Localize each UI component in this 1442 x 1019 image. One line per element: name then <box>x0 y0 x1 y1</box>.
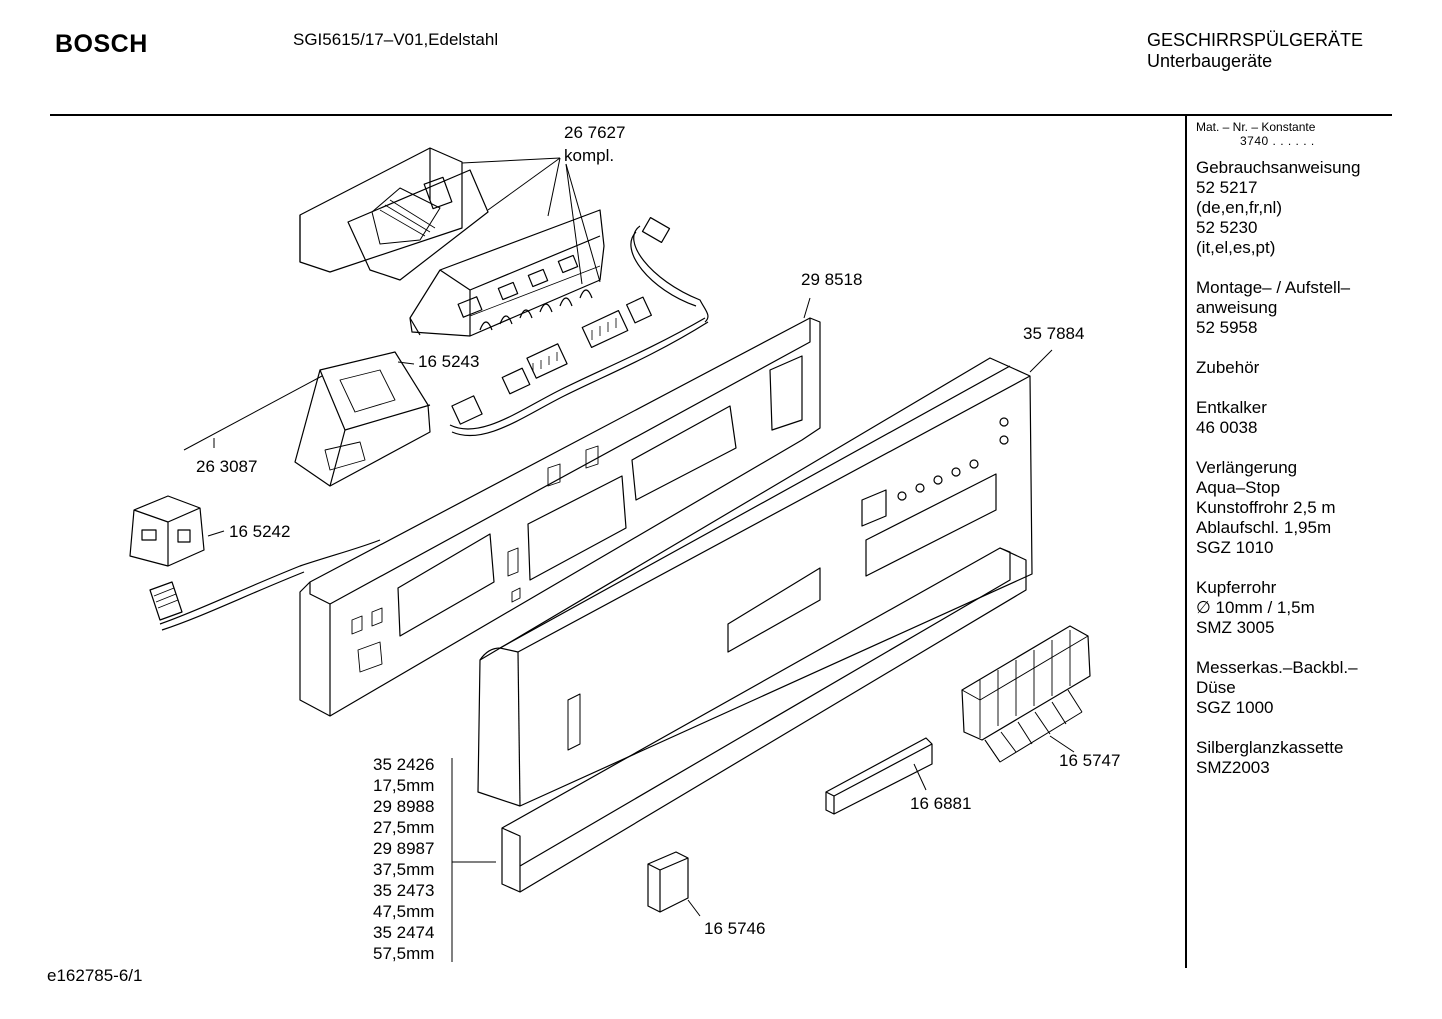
trim-strip-variants: 35 2426 17,5mm 29 8988 27,5mm 29 8987 37,5mm 3… <box>373 754 434 964</box>
wire-harness <box>160 218 708 630</box>
sidebar-line: Verlängerung <box>1196 458 1298 477</box>
sidebar-line: SGZ 1000 <box>1196 698 1274 717</box>
variant-part-number: 35 2473 <box>373 881 435 900</box>
sidebar-line: Silberglanzkassette <box>1196 738 1344 757</box>
part-label-165746: 16 5746 <box>704 919 766 938</box>
sidebar-line: (it,el,es,pt) <box>1196 238 1276 257</box>
variant-length: 17,5mm <box>373 776 435 795</box>
door-switch <box>130 496 204 620</box>
part-label-165242: 16 5242 <box>229 522 291 541</box>
part-label-263087: 26 3087 <box>196 457 258 476</box>
sidebar-line: Zubehör <box>1196 358 1260 377</box>
sidebar-section: Zubehör <box>1196 358 1386 378</box>
sidebar-line: 52 5217 <box>1196 178 1258 197</box>
sidebar-line: (de,en,fr,nl) <box>1196 198 1282 217</box>
sidebar-line: Ablaufschl. 1,95m <box>1196 518 1332 537</box>
variant-length: 57,5mm <box>373 944 435 963</box>
drawing-code: e162785-6/1 <box>47 966 143 985</box>
category: GESCHIRRSPÜLGERÄTE Unterbaugeräte <box>1147 30 1363 72</box>
sidebar-line: Entkalker <box>1196 398 1267 417</box>
part-label-357884: 35 7884 <box>1023 324 1085 343</box>
sidebar-line: Düse <box>1196 678 1236 697</box>
part-label-267627-note: kompl. <box>564 146 615 165</box>
sidebar-line: SGZ 1010 <box>1196 538 1274 557</box>
sidebar-line: Messerkas.–Backbl.– <box>1196 658 1358 677</box>
leader-lines <box>184 158 1082 962</box>
trim-strip <box>502 548 1026 892</box>
sidebar-line: anweisung <box>1196 298 1278 317</box>
sidebar-divider <box>1185 116 1187 968</box>
part-label-165747: 16 5747 <box>1059 751 1121 770</box>
variant-length: 47,5mm <box>373 902 435 921</box>
variant-part-number: 29 8987 <box>373 839 435 858</box>
sidebar-line: Gebrauchsanweisung <box>1196 158 1361 177</box>
variant-length: 27,5mm <box>373 818 435 837</box>
key-button-set <box>962 626 1090 740</box>
knob-cap <box>648 852 688 912</box>
sidebar-line: 52 5958 <box>1196 318 1258 337</box>
part-label-166881: 16 6881 <box>910 794 972 813</box>
mat-value: 3740 . . . . . . <box>1240 134 1315 148</box>
mat-label: Mat. – Nr. – Konstante <box>1196 120 1316 134</box>
model-number: SGI5615/17–V01,Edelstahl <box>293 30 499 49</box>
door-switch-bracket <box>295 352 430 486</box>
part-label-298518: 29 8518 <box>801 270 863 289</box>
variant-part-number: 29 8988 <box>373 797 435 816</box>
light-guide-strip <box>826 738 932 814</box>
header-divider <box>50 114 1392 116</box>
brand-logo: BOSCH <box>55 30 148 58</box>
sidebar-line: Montage– / Aufstell– <box>1196 278 1351 297</box>
control-board-assembly <box>300 148 604 336</box>
variant-part-number: 35 2426 <box>373 755 435 774</box>
variant-length: 37,5mm <box>373 860 435 879</box>
accessories-sidebar: Mat. – Nr. – Konstante 3740 . . . . . . … <box>1196 120 1386 778</box>
control-fascia <box>478 358 1032 806</box>
sidebar-line: ∅ 10mm / 1,5m <box>1196 598 1315 617</box>
sidebar-line: SMZ2003 <box>1196 758 1270 777</box>
sidebar-line: 52 5230 <box>1196 218 1258 237</box>
part-label-267627: 26 7627 <box>564 123 626 142</box>
sidebar-line: Aqua–Stop <box>1196 478 1281 497</box>
sidebar-line: SMZ 3005 <box>1196 618 1275 637</box>
variant-part-number: 35 2474 <box>373 923 435 942</box>
category-line-2: Unterbaugeräte <box>1147 51 1273 71</box>
sidebar-line: 46 0038 <box>1196 418 1258 437</box>
sidebar-line: Kupferrohr <box>1196 578 1277 597</box>
part-label-165243: 16 5243 <box>418 352 480 371</box>
category-line-1: GESCHIRRSPÜLGERÄTE <box>1147 30 1364 50</box>
sidebar-line: Kunstoffrohr 2,5 m <box>1196 498 1336 517</box>
mat-number-block: Mat. – Nr. – Konstante 3740 . . . . . . <box>1196 120 1386 148</box>
rear-panel-frame <box>300 318 820 716</box>
